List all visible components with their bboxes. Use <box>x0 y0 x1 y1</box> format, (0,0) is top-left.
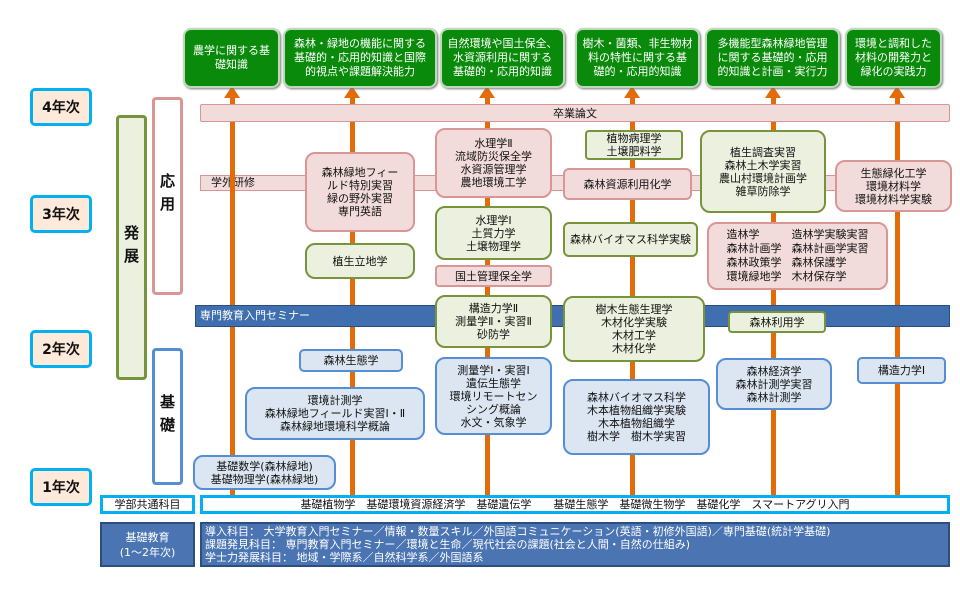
stage-kiso: 基礎 <box>152 348 183 485</box>
course-box: 生態緑化工学 環境材料学 環境材料学実験 <box>835 160 952 212</box>
basic-education-line: 学士力発展科目： 地域・学際系／自然科学系／外国語系 <box>205 551 484 564</box>
progression-line <box>350 96 355 498</box>
arrow-up-icon <box>479 86 495 98</box>
stage-oyo: 応用 <box>152 97 183 295</box>
course-box: 森林バイオマス科学 木本植物組織学実験 木本植物組織学 樹木学 樹木学実習 <box>563 379 710 455</box>
arrow-up-icon <box>224 86 240 98</box>
course-box: 森林資源利用化学 <box>563 168 692 200</box>
course-box: 植物病理学 土壌肥料学 <box>585 130 683 160</box>
year-2-label: 2年次 <box>30 330 92 368</box>
course-item: 森林保護学 <box>791 256 847 269</box>
goal-box: 樹木・菌類、非生物材 料の特性に関する基 礎的・応用的知識 <box>575 28 700 88</box>
course-box: 測量学Ⅰ・実習Ⅰ 遺伝生態学 環境リモートセン シング概論 水文・気象学 <box>435 357 552 435</box>
course-box-grid: 造林学 造林学実験実習 森林計画学 森林計画学実習 森林政策学 森林保護学 環境… <box>707 222 888 290</box>
basic-education-line: 導入科目： 大学教育入門セミナー／情報・数量スキル／外国語コミュニケーション(英… <box>205 525 831 538</box>
arrow-up-icon <box>765 86 781 98</box>
course-box: 樹木生態生理学 木材化学実験 木材工学 木材化学 <box>563 296 705 362</box>
course-box: 水理学Ⅱ 流域防災保全学 水資源管理学 農地環境工学 <box>435 128 552 198</box>
course-box: 森林緑地フィー ルド特別実習 緑の野外実習 専門英語 <box>305 152 415 232</box>
course-box: 構造力学Ⅰ <box>857 357 946 384</box>
course-item: 森林政策学 <box>726 256 782 269</box>
arrow-up-icon <box>889 86 905 98</box>
thesis-bar: 卒業論文 <box>200 104 950 122</box>
goal-box: 多機能型森林緑地管理 に関する基礎的・応用 的知識と計画・実行力 <box>705 28 840 88</box>
course-box: 構造力学Ⅱ 測量学Ⅱ・実習Ⅱ 砂防学 <box>435 295 552 348</box>
goal-box: 森林・緑地の機能に関する 基礎的・応用的知識と国際 的視点や課題解決能力 <box>283 28 437 88</box>
course-box: 植生調査実習 森林土木学実習 農山村環境計画学 雑草防除学 <box>700 130 826 213</box>
course-box: 森林経済学 森林計測学実習 森林計測学 <box>716 358 832 410</box>
course-box: 基礎数学(森林緑地) 基礎物理学(森林緑地) <box>193 455 336 490</box>
course-box: 水理学Ⅰ 土質力学 土壌物理学 <box>435 206 552 260</box>
progression-line <box>230 96 235 498</box>
course-box: 国土管理保全学 <box>435 265 552 287</box>
year-3-label: 3年次 <box>30 195 92 233</box>
course-item: 環境緑地学 <box>726 270 782 283</box>
year-4-label: 4年次 <box>30 88 92 126</box>
course-item: 造林学 <box>726 228 760 241</box>
course-item: 木材保存学 <box>791 270 847 283</box>
course-box: 植生立地学 <box>305 243 415 279</box>
goal-box: 自然環境や国土保全、 水資源利用に関する 基礎的・応用的知識 <box>440 28 565 88</box>
arrow-up-icon <box>344 86 360 98</box>
common-subjects-content: 基礎植物学 基礎環境資源経済学 基礎遺伝学 基礎生態学 基礎微生物学 基礎化学 … <box>200 495 950 514</box>
course-box: 森林生態学 <box>299 349 403 372</box>
seminar-label: 専門教育入門セミナー <box>200 309 310 322</box>
basic-education-label: 基礎教育 (1〜2年次) <box>100 522 195 567</box>
year-1-label: 1年次 <box>30 468 92 506</box>
basic-education-line: 課題発見科目： 専門教育入門セミナー／環境と生命／現代社会の課題(社会と人間・自… <box>205 538 691 551</box>
course-item: 森林計画学実習 <box>791 242 869 255</box>
progression-line <box>895 96 900 498</box>
goal-box: 農学に関する基 礎知識 <box>183 28 280 88</box>
course-box: 森林バイオマス科学実験 <box>563 222 698 257</box>
arrow-up-icon <box>624 86 640 98</box>
stage-hatten: 発展 <box>116 115 147 380</box>
course-item: 造林学実験実習 <box>791 228 869 241</box>
common-subjects-label: 学部共通科目 <box>100 495 195 514</box>
course-box: 環境計測学 森林緑地フィールド実習Ⅰ・Ⅱ 森林緑地環境科学概論 <box>245 387 425 440</box>
progression-line <box>771 96 776 498</box>
goal-box: 環境と調和した 材料の開発力と 緑化の実践力 <box>845 28 942 88</box>
course-item: 森林計画学 <box>726 242 782 255</box>
course-box: 森林利用学 <box>728 311 826 333</box>
basic-education-content: 導入科目： 大学教育入門セミナー／情報・数量スキル／外国語コミュニケーション(英… <box>200 522 950 567</box>
